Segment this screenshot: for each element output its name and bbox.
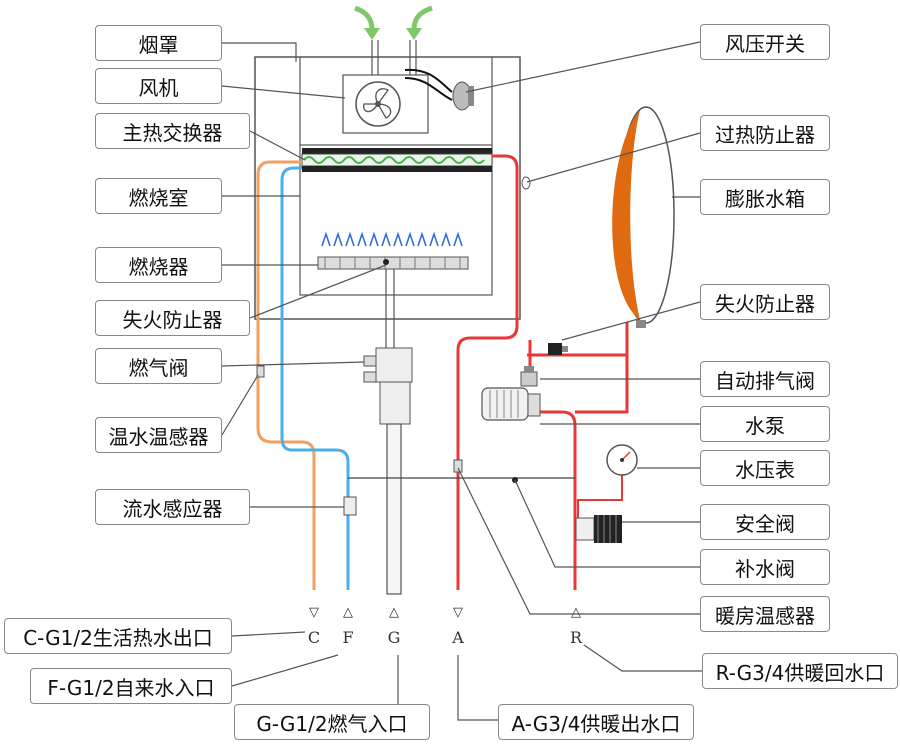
label-port-f: F-G1/2自来水入口 [30, 668, 232, 704]
port-letter-g: G [387, 628, 401, 647]
cold-water-pipe [280, 166, 350, 590]
boiler-housing [254, 56, 521, 320]
label-shuibeng: 水泵 [700, 406, 830, 442]
burner-icon [317, 256, 469, 270]
auto-air-vent-icon [520, 366, 538, 387]
safety-valve-icon [575, 515, 622, 543]
fan-icon [342, 74, 429, 134]
dhw-temp-sensor-icon [256, 365, 265, 378]
overheat-protector-icon [521, 176, 531, 190]
label-ranshaoshi: 燃烧室 [95, 178, 222, 214]
gas-valve-icon [363, 347, 413, 425]
inlet-arrow-f-icon: △ [343, 605, 353, 620]
expansion-tank-icon [612, 106, 675, 328]
label-port-r: R-G3/4供暖回水口 [702, 653, 898, 689]
label-yanzhao: 烟罩 [95, 25, 222, 61]
label-shuiya: 水压表 [700, 450, 830, 486]
outlet-arrow-c-icon: ▽ [309, 605, 319, 620]
leader-lines [221, 41, 702, 721]
label-pengzhang: 膨胀水箱 [700, 179, 830, 215]
flow-sensor-icon [343, 496, 357, 516]
port-letter-c: C [307, 628, 321, 647]
flue-arrow-left-icon [354, 5, 380, 40]
label-shihuo-right: 失火防止器 [700, 284, 830, 320]
label-bushui: 补水阀 [700, 549, 830, 585]
pump-icon [481, 387, 541, 421]
combustion-chamber [299, 144, 493, 296]
outlet-arrow-a-icon: ▽ [453, 605, 463, 620]
label-zhure: 主热交换器 [95, 113, 250, 149]
port-letter-r: R [569, 628, 583, 647]
label-shihuo-left: 失火防止器 [95, 300, 250, 336]
heating-return-pipe [540, 410, 577, 590]
hot-water-pipe [256, 160, 316, 590]
pressure-gauge-icon [606, 444, 638, 476]
flame-sensor-icon [383, 259, 389, 265]
label-ranshaoqi: 燃烧器 [95, 247, 222, 283]
burner-flames-icon [321, 231, 463, 247]
expansion-tank-pipe [575, 322, 629, 414]
port-letter-a: A [452, 628, 464, 647]
inlet-arrow-r-icon: △ [571, 605, 581, 620]
heat-exchanger-icon [301, 148, 493, 172]
label-port-c: C-G1/2生活热水出口 [4, 618, 232, 654]
port-letter-f: F [342, 628, 354, 647]
label-port-a: A-G3/4供暖出水口 [498, 704, 694, 740]
label-anquan: 安全阀 [700, 504, 830, 540]
label-zidong: 自动排气阀 [700, 361, 830, 397]
gas-inlet-pipe [386, 423, 402, 595]
label-fengji: 风机 [95, 68, 222, 104]
label-wenshui: 温水温感器 [95, 417, 222, 453]
flue-arrow-right-icon [406, 5, 433, 40]
label-liushui: 流水感应器 [95, 489, 250, 525]
label-ranqifa: 燃气阀 [95, 348, 222, 384]
label-fengya: 风压开关 [700, 24, 830, 60]
heating-supply-pipe [456, 154, 519, 590]
flame-arrestor-right-icon [548, 343, 568, 355]
label-port-g: G-G1/2燃气入口 [234, 704, 430, 740]
label-guore: 过热防止器 [700, 115, 830, 151]
inlet-arrow-g-icon: △ [389, 605, 399, 620]
heating-temp-sensor-icon [453, 459, 463, 473]
pressure-switch-icon [404, 68, 474, 111]
label-nuanfang: 暖房温感器 [700, 596, 830, 632]
